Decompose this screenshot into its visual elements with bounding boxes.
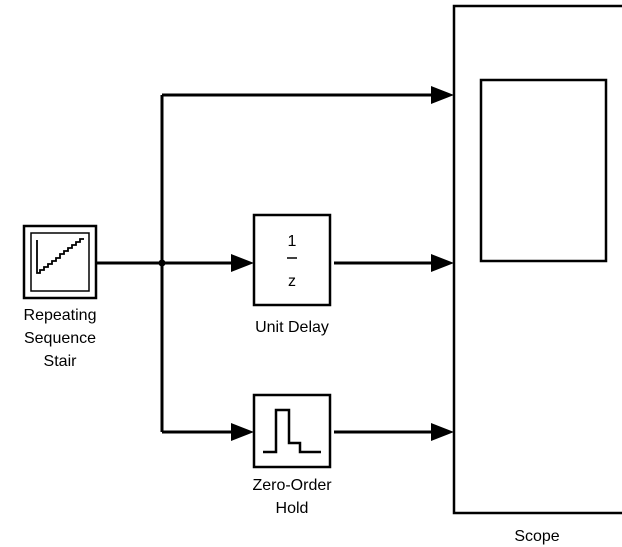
scope-screen-icon	[479, 78, 608, 263]
arrow-scope-input-1	[431, 86, 454, 104]
repeating-sequence-stair-label-line3: Stair	[44, 353, 78, 370]
unit-delay-numerator: 1	[288, 233, 297, 250]
stair-ramp-icon	[36, 238, 84, 274]
scope-block[interactable]	[452, 4, 622, 515]
arrow-unit-delay-input	[231, 254, 254, 272]
repeating-sequence-stair-label-line1: Repeating	[24, 307, 97, 324]
arrow-scope-input-3	[431, 423, 454, 441]
unit-delay-block[interactable]: 1 z	[252, 213, 332, 307]
repeating-sequence-stair-block[interactable]	[22, 224, 98, 300]
scope-label: Scope	[514, 528, 559, 545]
arrow-scope-input-2	[431, 254, 454, 272]
zero-order-hold-block[interactable]	[252, 393, 332, 469]
arrowheads	[231, 86, 454, 441]
repeating-sequence-stair-label-line2: Sequence	[24, 330, 96, 347]
unit-delay-denominator: z	[288, 273, 296, 290]
zero-order-hold-label-line2: Hold	[276, 500, 309, 517]
branch-point	[158, 259, 166, 267]
zero-order-hold-label-line1: Zero-Order	[252, 477, 332, 494]
arrow-zoh-input	[231, 423, 254, 441]
zoh-pulse-icon	[263, 408, 321, 454]
unit-delay-label: Unit Delay	[255, 319, 329, 336]
signal-lines	[97, 93, 433, 434]
